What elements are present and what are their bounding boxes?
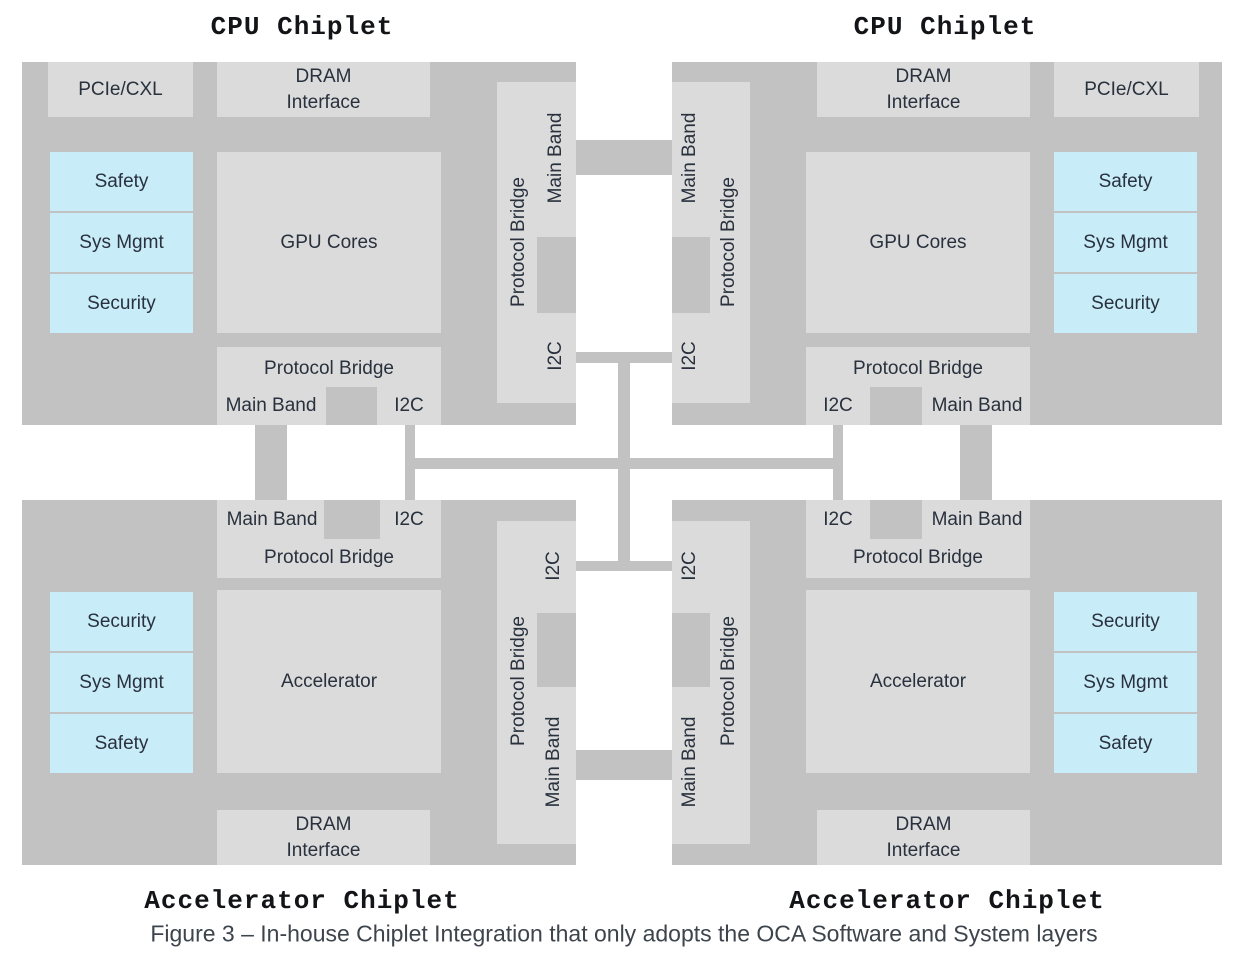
sys-mgmt-block-top-left: Sys Mgmt [50,213,193,272]
h-bridge-name-top-left: Protocol Bridge [264,358,394,379]
dram-interface-label: DRAM Interface [886,65,961,113]
v-bridge-main-band-bottom-left: Main Band [543,716,564,808]
figure-caption: Figure 3 – In-house Chiplet Integration … [150,920,1098,947]
i2c-link-center-bottom [576,561,672,571]
dram-interface-block-bottom-left: DRAM Interface [217,810,430,865]
v-bridge-i2c-bottom-left: I2C [543,551,564,581]
h-bridge-name-top-right: Protocol Bridge [853,358,983,379]
sys-mgmt-block-top-right: Sys Mgmt [1054,213,1197,272]
safety-block-bottom-right: Safety [1054,714,1197,773]
i2c-trunk-horizontal [405,458,843,469]
security-block-bottom-left: Security [50,592,193,651]
v-bridge-name-bottom-right: Protocol Bridge [718,616,739,746]
v-bridge-name-top-right: Protocol Bridge [718,177,739,307]
gpu-cores-block-top-right: GPU Cores [806,152,1030,333]
dram-interface-block-top-left: DRAM Interface [217,62,430,117]
v-bridge-main-band-top-right: Main Band [679,112,700,204]
chiplet-title-bottom-right: Accelerator Chiplet [789,886,1105,916]
main-band-link-left [255,425,287,500]
pcie-cxl-block-top-left: PCIe/CXL [48,62,193,117]
h-bridge-port-pad-top-right [870,387,922,425]
dram-interface-label: DRAM Interface [286,65,361,113]
dram-interface-label: DRAM Interface [886,813,961,861]
main-band-link-center-top [576,140,672,175]
h-bridge-name-bottom-left: Protocol Bridge [264,547,394,568]
h-bridge-port-pad-bottom-right [870,500,922,539]
chiplet-title-bottom-left: Accelerator Chiplet [144,886,460,916]
dram-interface-block-top-right: DRAM Interface [817,62,1030,117]
gpu-cores-block-top-left: GPU Cores [217,152,441,333]
safety-block-top-right: Safety [1054,152,1197,211]
i2c-link-right [833,425,843,502]
i2c-link-left [405,425,415,502]
v-bridge-main-band-top-left: Main Band [545,112,566,204]
v-bridge-i2c-top-right: I2C [679,341,700,371]
h-bridge-i2c-top-right: I2C [823,395,853,416]
h-bridge-main-band-bottom-left: Main Band [226,509,318,530]
v-bridge-port-pad-bottom-left [537,613,576,687]
h-bridge-main-band-bottom-right: Main Band [931,509,1023,530]
security-block-bottom-right: Security [1054,592,1197,651]
accelerator-block-bottom-right: Accelerator [806,590,1030,773]
safety-block-top-left: Safety [50,152,193,211]
v-bridge-name-top-left: Protocol Bridge [508,177,529,307]
accelerator-block-bottom-left: Accelerator [217,590,441,773]
chiplet-title-top-right: CPU Chiplet [853,12,1037,42]
security-block-top-left: Security [50,274,193,333]
h-bridge-i2c-bottom-right: I2C [823,509,853,530]
sys-mgmt-block-bottom-right: Sys Mgmt [1054,653,1197,712]
v-bridge-port-pad-top-left [537,237,576,313]
v-bridge-i2c-top-left: I2C [545,341,566,371]
v-bridge-name-bottom-left: Protocol Bridge [508,616,529,746]
safety-block-bottom-left: Safety [50,714,193,773]
main-band-link-right [960,425,992,500]
main-band-link-center-bottom [576,750,672,780]
sys-mgmt-block-bottom-left: Sys Mgmt [50,653,193,712]
v-bridge-port-pad-top-right [672,237,710,313]
h-bridge-port-pad-bottom-left [324,500,380,539]
h-bridge-name-bottom-right: Protocol Bridge [853,547,983,568]
v-bridge-port-pad-bottom-right [672,613,710,687]
v-bridge-i2c-bottom-right: I2C [679,551,700,581]
security-block-top-right: Security [1054,274,1197,333]
h-bridge-i2c-bottom-left: I2C [394,509,424,530]
h-bridge-main-band-top-left: Main Band [225,395,317,416]
h-bridge-port-pad-top-left [326,387,377,425]
dram-interface-label: DRAM Interface [286,813,361,861]
v-bridge-main-band-bottom-right: Main Band [679,716,700,808]
h-bridge-main-band-top-right: Main Band [931,395,1023,416]
chiplet-title-top-left: CPU Chiplet [210,12,394,42]
dram-interface-block-bottom-right: DRAM Interface [817,810,1030,865]
pcie-cxl-block-top-right: PCIe/CXL [1054,62,1199,117]
h-bridge-i2c-top-left: I2C [394,395,424,416]
